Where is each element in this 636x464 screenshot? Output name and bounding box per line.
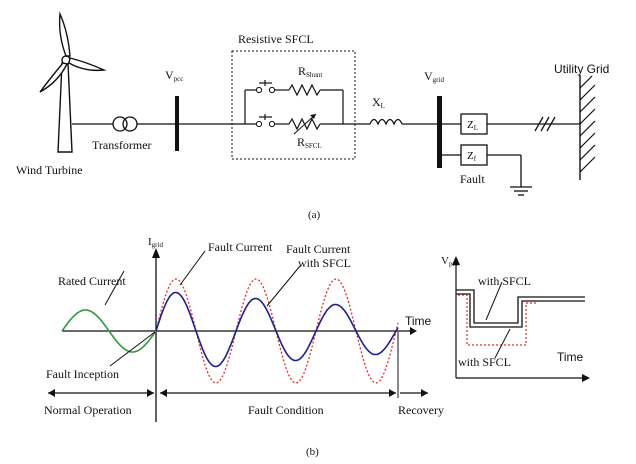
leader-with-sfcl-upper — [485, 281, 503, 321]
transformer-icon — [112, 116, 138, 132]
zl-label: ZL — [467, 119, 478, 132]
fault-condition-arrow-icon — [160, 389, 396, 397]
v-grid-label: Vgrid — [424, 69, 444, 84]
circuit-diagram: Wind Turbine Transformer Vpcc Resistive … — [16, 11, 609, 221]
caption-b: (b) — [306, 446, 319, 458]
wind-turbine-icon — [39, 11, 107, 153]
r-shunt-resistor-icon — [288, 83, 321, 97]
inset-v-pcc-label: Vpcc — [441, 255, 459, 268]
current-axis-arrow-icon — [152, 248, 160, 258]
leader-fault-current-sfcl — [266, 265, 301, 307]
leader-with-sfcl-lower — [494, 328, 511, 359]
fault-inception-label: Fault Inception — [46, 367, 119, 381]
inset-time-arrow-icon — [582, 374, 590, 382]
time-axis-arrow-icon — [410, 327, 417, 335]
fault-current-sfcl-label-1: Fault Current — [286, 242, 351, 256]
fault-current-sfcl-label-2: with SFCL — [298, 256, 351, 270]
fault-condition-label: Fault Condition — [248, 403, 324, 417]
normal-operation-label: Normal Operation — [44, 403, 132, 417]
sfcl-current-wave — [155, 291, 399, 368]
vpcc-sfcl-trace-outer — [456, 289, 585, 324]
utility-grid-wall-icon — [579, 75, 596, 180]
utility-grid-label: Utility Grid — [554, 62, 609, 76]
switch-lower-icon — [255, 114, 276, 128]
xl-label: XL — [372, 95, 385, 110]
sfcl-title: Resistive SFCL — [238, 32, 314, 46]
with-sfcl-upper-label: with SFCL — [478, 274, 531, 288]
variable-arrowhead-icon — [310, 114, 316, 119]
zf-label: Zf — [467, 150, 477, 163]
r-shunt-label: RShunt — [298, 64, 322, 79]
sfcl-box — [231, 50, 356, 160]
vpcc-sfcl-trace-inner — [456, 293, 585, 328]
grid-bus — [437, 96, 442, 168]
fault-current-label: Fault Current — [208, 240, 273, 254]
leader-rated-current — [104, 270, 125, 306]
vpcc-fault-trace — [458, 294, 538, 346]
recovery-label: Recovery — [398, 403, 444, 417]
r-sfcl-label: RSFCL — [297, 135, 322, 150]
transmission-line-icon — [534, 116, 556, 132]
leader-fault-current — [179, 250, 206, 286]
inset-vertical-arrow-icon — [452, 256, 460, 265]
time-axis-label: Time — [405, 314, 432, 328]
switch-upper-icon — [255, 80, 276, 94]
leader-fault-inception — [109, 331, 156, 367]
normal-operation-arrow-icon — [48, 389, 154, 397]
v-pcc-label: Vpcc — [165, 68, 183, 83]
ground-icon — [510, 186, 532, 196]
inductor-xl-icon — [369, 118, 403, 126]
caption-a: (a) — [308, 209, 321, 221]
recovery-arrow-icon — [400, 389, 428, 397]
pcc-bus — [175, 96, 179, 151]
rated-current-wave — [61, 309, 157, 353]
fault-label: Fault — [460, 172, 485, 186]
waveform-diagram: Time Igrid Fault Current Fault Current w… — [44, 236, 590, 458]
rated-current-label: Rated Current — [58, 274, 126, 288]
i-grid-label: Igrid — [148, 236, 163, 249]
transformer-label: Transformer — [92, 138, 152, 152]
with-sfcl-lower-label: with SFCL — [458, 355, 511, 369]
inset-time-label: Time — [557, 350, 584, 364]
wind-turbine-label: Wind Turbine — [16, 163, 83, 177]
